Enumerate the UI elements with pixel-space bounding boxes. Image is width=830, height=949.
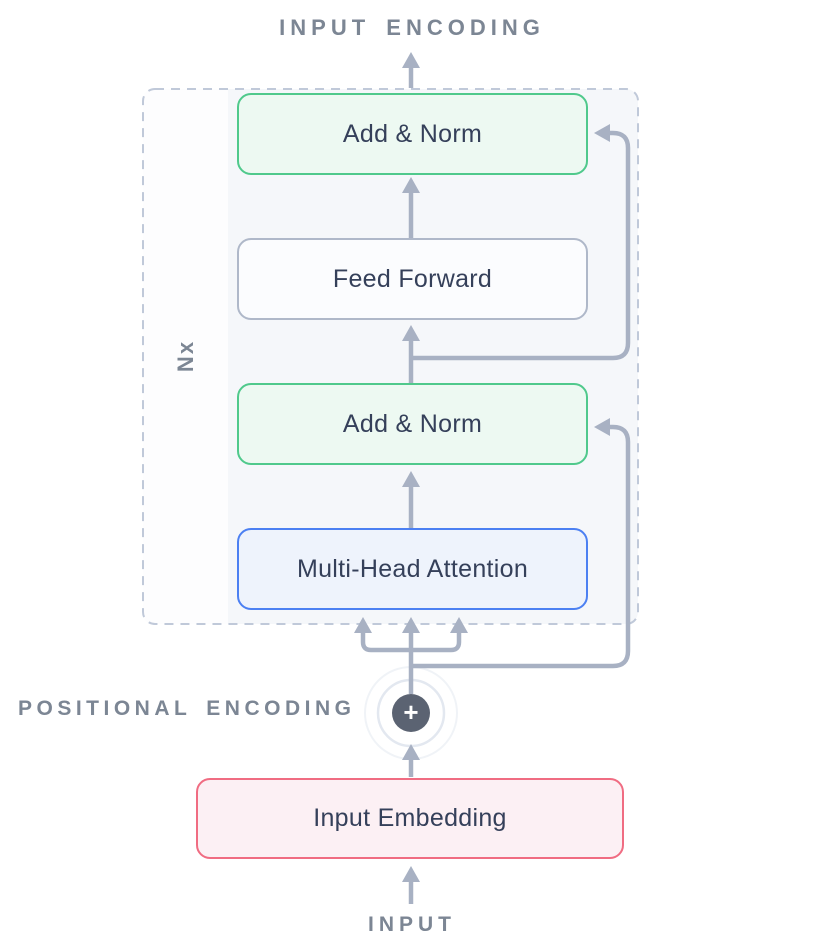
trident-right-head — [450, 617, 468, 633]
block-add-norm-2: Add & Norm — [237, 383, 588, 465]
arrow-addnorm2-to-ff-head — [402, 325, 420, 341]
arrow-output-head — [402, 52, 420, 68]
arrow-ff-to-addnorm1-head — [402, 177, 420, 193]
arrow-input-head — [402, 866, 420, 882]
trident-left-head — [354, 617, 372, 633]
trident-left-branch — [360, 633, 411, 653]
input-label: INPUT — [368, 913, 456, 936]
encoder-panel-background — [143, 89, 638, 624]
residual-feedforward-head — [594, 124, 610, 142]
block-multi-head-attention: Multi-Head Attention — [237, 528, 588, 610]
arrow-embedding-to-plus-head — [402, 744, 420, 760]
encoder-dashed-border — [142, 88, 639, 625]
input-encoding-label: INPUT ENCODING — [279, 15, 545, 40]
trident-center-head — [402, 617, 420, 633]
repeat-count-label: Nx — [173, 339, 198, 373]
residual-connection-attention — [413, 424, 631, 669]
block-feed-forward: Feed Forward — [237, 238, 588, 320]
residual-attention-head — [594, 418, 610, 436]
plus-symbol: + — [403, 697, 419, 727]
encoder-left-strip — [143, 89, 228, 624]
block-add-norm-1: Add & Norm — [237, 93, 588, 175]
plus-icon: + — [392, 694, 430, 732]
residual-connection-feedforward — [413, 130, 631, 361]
trident-right-branch — [411, 633, 462, 653]
arrow-mha-to-addnorm2-head — [402, 471, 420, 487]
block-input-embedding: Input Embedding — [196, 778, 624, 859]
positional-encoding-label: POSITIONAL ENCODING — [18, 697, 356, 720]
